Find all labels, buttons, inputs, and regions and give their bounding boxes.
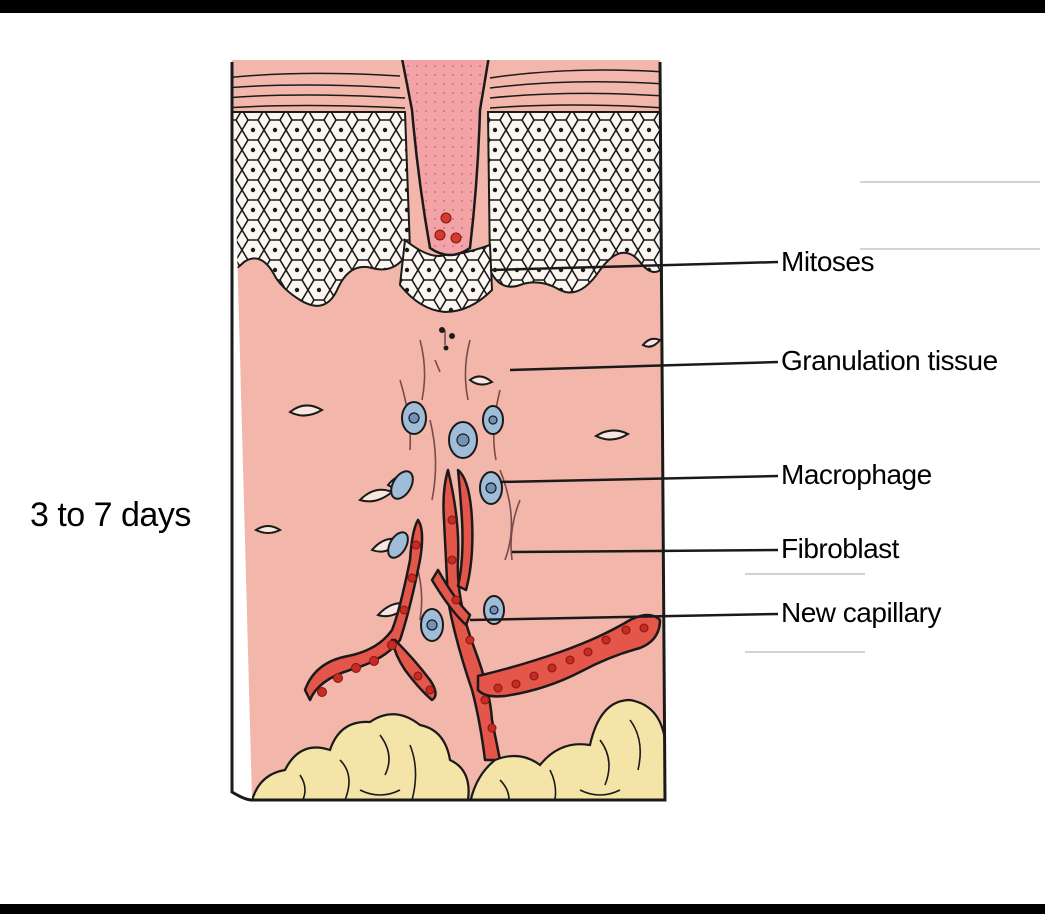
label-macrophage: Macrophage bbox=[781, 459, 932, 491]
bottom-black-border bbox=[0, 904, 1045, 914]
time-label: 3 to 7 days bbox=[30, 496, 191, 535]
label-new-capillary: New capillary bbox=[781, 597, 941, 629]
label-granulation-tissue: Granulation tissue bbox=[781, 345, 998, 377]
label-fibroblast: Fibroblast bbox=[781, 533, 899, 565]
label-mitoses: Mitoses bbox=[781, 246, 874, 278]
